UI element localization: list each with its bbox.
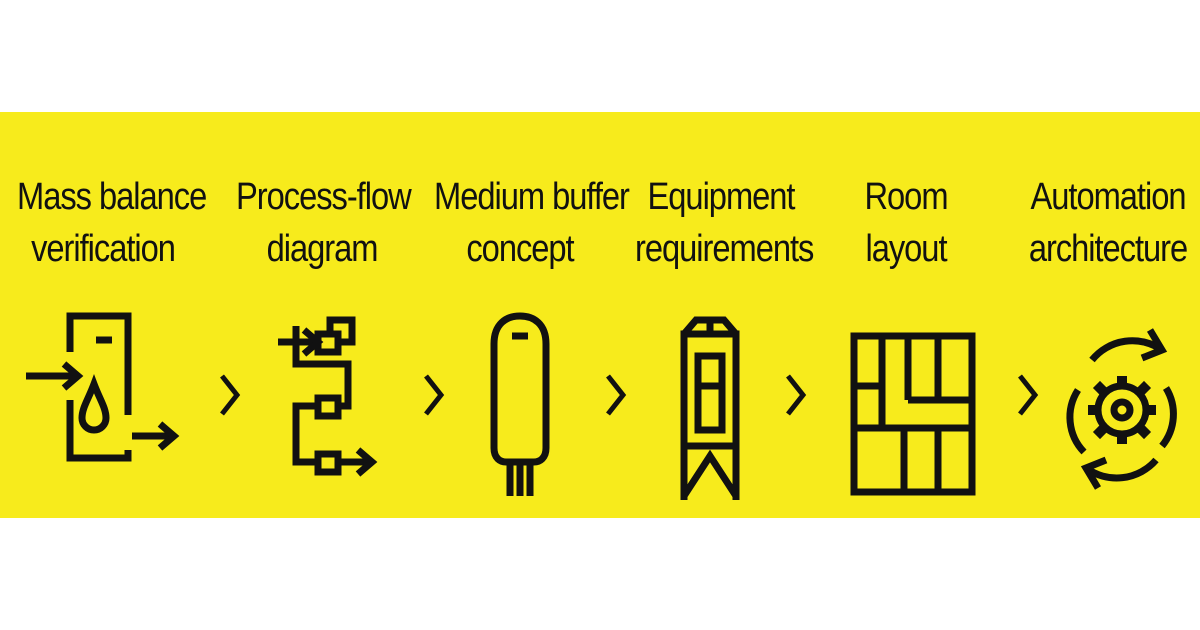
chevron-right-icon: [220, 374, 241, 416]
step-label-room-layout: Room layout: [820, 171, 992, 275]
step-label-line1: Room: [864, 176, 948, 218]
step-label-line2: verification: [31, 228, 176, 270]
equipment-cabinet-icon: [680, 316, 740, 500]
step-label-automation: Automation architecture: [1022, 171, 1194, 275]
medium-buffer-tank-icon: [490, 312, 550, 496]
step-label-line1: Medium buffer: [434, 176, 630, 218]
step-label-line1: Equipment: [647, 176, 796, 218]
step-label-line1: Automation: [1030, 176, 1186, 218]
step-label-line1: Mass balance: [17, 176, 207, 218]
process-flow-icon: [278, 316, 378, 477]
step-label-line2: diagram: [266, 228, 379, 270]
mass-balance-icon: [26, 312, 180, 462]
chevron-right-icon: [606, 374, 627, 416]
step-label-medium-buffer: Medium buffer concept: [434, 171, 630, 275]
yellow-band: [0, 112, 1200, 518]
step-label-line2: layout: [865, 228, 947, 270]
chevron-right-icon: [1018, 374, 1039, 416]
step-label-line2: architecture: [1028, 228, 1188, 270]
room-layout-icon: [850, 332, 976, 496]
step-label-mass-balance: Mass balance verification: [17, 171, 207, 275]
step-label-equipment: Equipment requirements: [635, 171, 814, 275]
step-label-line1: Process-flow: [236, 176, 412, 218]
chevron-right-icon: [786, 374, 807, 416]
step-label-line2: requirements: [635, 228, 814, 270]
chevron-right-icon: [424, 374, 445, 416]
step-label-process-flow: Process-flow diagram: [236, 171, 412, 275]
step-label-line2: concept: [466, 228, 574, 270]
automation-gear-icon: [1066, 328, 1177, 490]
